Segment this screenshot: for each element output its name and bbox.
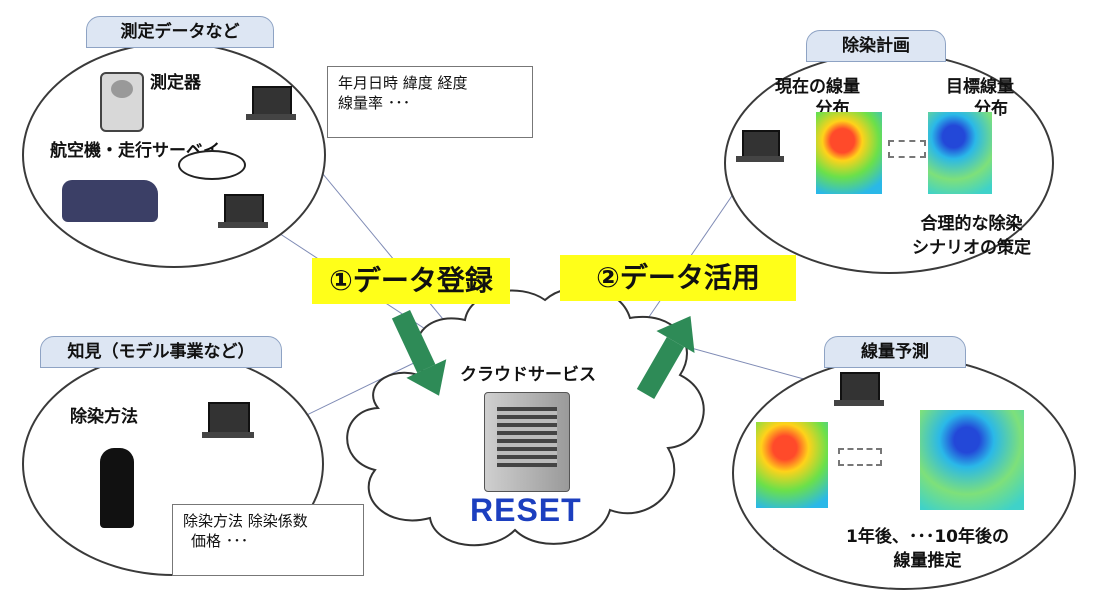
method-label: 除染方法 <box>70 407 138 427</box>
dosimeter-icon <box>100 72 144 132</box>
current-dose-line: 現在の線量 <box>775 77 860 97</box>
plan-result-line: 合理的な除染 <box>920 214 1023 234</box>
helicopter-icon <box>178 150 246 180</box>
dotted-arrow <box>838 448 882 466</box>
knowledge-tab: 知見（モデル事業など） <box>40 336 282 368</box>
prediction-result-line: 線量推定 <box>893 551 962 571</box>
laptop-icon <box>840 372 880 402</box>
worker-icon <box>100 448 134 528</box>
laptop-icon <box>742 130 780 158</box>
measurement-tab: 測定データなど <box>86 16 274 48</box>
note-line: 年月日時 緯度 経度 <box>338 74 468 92</box>
laptop-icon <box>224 194 264 224</box>
dotted-arrow <box>888 140 926 158</box>
target-dose-map <box>928 112 992 194</box>
plan-result-line: シナリオの策定 <box>912 238 1031 258</box>
laptop-icon <box>252 86 292 116</box>
note-line: 価格 ･･･ <box>191 532 249 550</box>
note-line: 線量率 ･･･ <box>338 94 411 112</box>
laptop-icon <box>208 402 250 434</box>
prediction-tab: 線量予測 <box>824 336 966 368</box>
survey-label: 航空機・走行サーベイ <box>50 141 220 161</box>
plan-result: 合理的な除染 シナリオの策定 <box>912 212 1031 260</box>
utilize-step-label: ②データ活用 <box>560 255 796 301</box>
prediction-result-line: 1年後、･･･10年後の <box>846 527 1009 547</box>
utilize-arrow <box>636 316 695 399</box>
laptop-base-icon <box>246 114 296 120</box>
register-step-label: ①データ登録 <box>312 258 510 304</box>
laptop-base-icon <box>736 156 784 162</box>
target-dose-line: 目標線量 <box>946 77 1014 97</box>
laptop-base-icon <box>834 400 884 406</box>
device-label: 測定器 <box>150 73 201 93</box>
knowledge-note: 除染方法 除染係数 価格 ･･･ <box>172 504 364 576</box>
register-arrow <box>391 309 447 396</box>
server-icon <box>484 392 570 492</box>
cloud-service-label: クラウドサービス <box>460 365 596 385</box>
laptop-base-icon <box>202 432 254 438</box>
current-prediction-map <box>756 422 828 508</box>
measurement-oval <box>22 42 326 268</box>
plan-tab: 除染計画 <box>806 30 946 62</box>
future-prediction-map <box>920 410 1024 510</box>
laptop-base-icon <box>218 222 268 228</box>
note-line: 除染方法 除染係数 <box>183 512 308 530</box>
current-dose-map <box>816 112 882 194</box>
measurement-note: 年月日時 緯度 経度 線量率 ･･･ <box>327 66 533 138</box>
plan-oval <box>724 52 1054 274</box>
prediction-result: 1年後、･･･10年後の 線量推定 <box>846 525 1009 573</box>
reset-label: RESET <box>470 492 582 528</box>
car-icon <box>62 180 158 222</box>
